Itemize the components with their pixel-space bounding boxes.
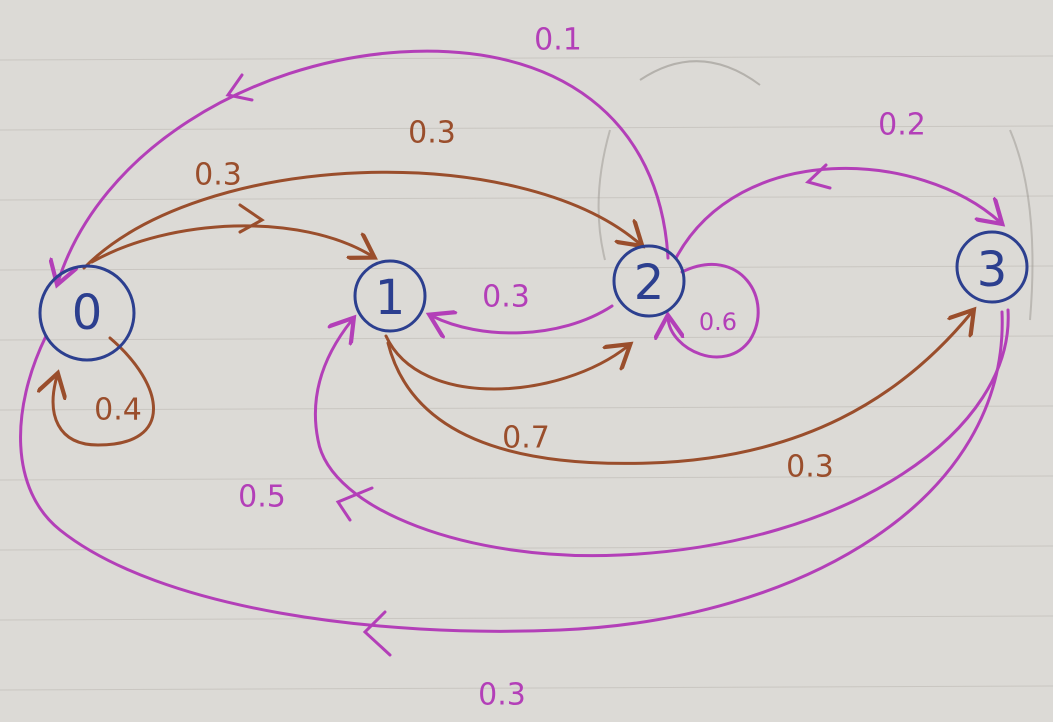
edge-2-to-0 <box>58 49 670 282</box>
label-2-to-3: 0.2 <box>878 108 926 143</box>
edge-2-to-0-arrowhead <box>225 73 254 102</box>
edge-1-to-2 <box>384 334 628 391</box>
transitions-brown <box>53 170 972 465</box>
edge-2-to-3-arrowhead <box>805 163 832 190</box>
label-3-outgoing: 0.3 <box>786 450 834 485</box>
state-2: 2 <box>612 244 686 318</box>
transition-labels: 0.4 0.3 0.3 0.7 0.1 0.3 0.6 0.2 0.5 0.3 … <box>94 23 926 713</box>
state-0: 0 <box>38 264 136 362</box>
edge-2-to-3 <box>674 166 1000 260</box>
label-0-to-0: 0.4 <box>94 393 142 428</box>
label-2-to-2: 0.6 <box>699 308 737 336</box>
label-1-to-3: 0.7 <box>502 421 550 456</box>
edge-2-to-2 <box>668 263 760 359</box>
state-3: 3 <box>955 230 1029 304</box>
edge-0-to-0 <box>53 336 155 447</box>
label-2-to-1: 0.3 <box>482 280 530 315</box>
edge-0-to-1 <box>90 224 372 264</box>
edge-3-to-1-arrowhead <box>335 486 374 522</box>
label-0-to-2: 0.3 <box>408 116 456 151</box>
label-3-to-1: 0.5 <box>238 480 286 515</box>
state-1: 1 <box>353 259 427 333</box>
state-3-label: 3 <box>977 242 1008 298</box>
transitions-purple <box>19 49 1010 657</box>
edge-3-to-0 <box>19 310 1004 633</box>
state-2-label: 2 <box>634 255 665 311</box>
edge-3-to-0-arrowhead <box>362 610 392 657</box>
label-2-to-0: 0.1 <box>534 23 582 58</box>
edge-1-to-3 <box>386 312 972 465</box>
state-1-label: 1 <box>375 270 406 326</box>
edge-3-to-1 <box>313 308 1010 558</box>
edge-0-to-2 <box>82 170 640 270</box>
label-3-to-0: 0.3 <box>478 678 526 713</box>
state-0-label: 0 <box>72 285 103 341</box>
edge-0-to-1-arrowhead <box>238 203 265 234</box>
edge-2-to-1 <box>432 304 614 333</box>
label-0-to-1: 0.3 <box>194 158 242 193</box>
